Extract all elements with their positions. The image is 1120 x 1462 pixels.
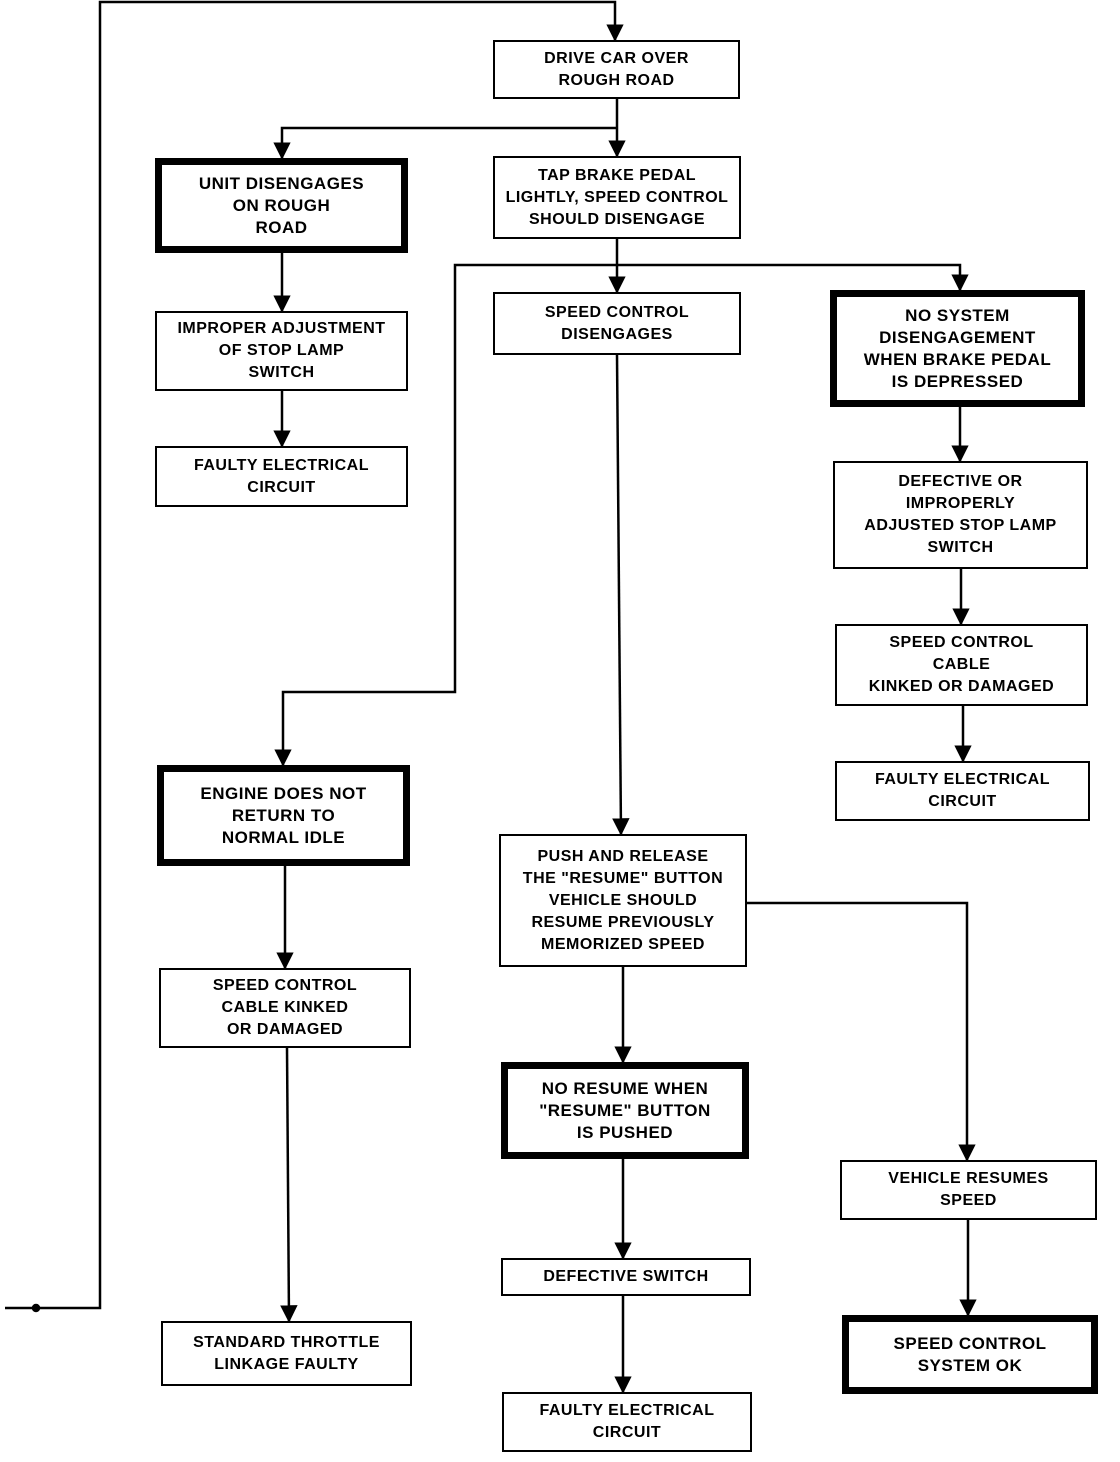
tap-brake-box: TAP BRAKE PEDAL LIGHTLY, SPEED CONTROL S… <box>493 156 741 239</box>
defective-switch-box: DEFECTIVE SWITCH <box>501 1258 751 1296</box>
throttle-faulty-box: STANDARD THROTTLE LINKAGE FAULTY <box>161 1321 412 1386</box>
cable-kinked-right-box: SPEED CONTROL CABLE KINKED OR DAMAGED <box>835 624 1088 706</box>
disengages-to-push-line <box>612 354 630 836</box>
unit-disengages-symptom-box: UNIT DISENGAGES ON ROUGH ROAD <box>155 158 408 253</box>
vehicle-resumes-box: VEHICLE RESUMES SPEED <box>840 1160 1097 1220</box>
engine-not-idle-symptom-box: ENGINE DOES NOT RETURN TO NORMAL IDLE <box>157 765 410 866</box>
defective-stop-lamp-box: DEFECTIVE OR IMPROPERLY ADJUSTED STOP LA… <box>833 461 1088 569</box>
cable-kinked-left-box: SPEED CONTROL CABLE KINKED OR DAMAGED <box>159 968 411 1048</box>
split-to-unit-disengages <box>273 126 617 160</box>
speed-control-disengages-box: SPEED CONTROL DISENGAGES <box>493 292 741 355</box>
system-ok-symptom-box: SPEED CONTROL SYSTEM OK <box>842 1315 1098 1394</box>
cable-to-throttle-line <box>280 1047 298 1323</box>
split-to-engine-idle <box>274 263 617 767</box>
no-resume-symptom-box: NO RESUME WHEN "RESUME" BUTTON IS PUSHED <box>501 1062 749 1159</box>
faulty-circuit-box-3: FAULTY ELECTRICAL CIRCUIT <box>502 1392 752 1452</box>
faulty-circuit-box-2: FAULTY ELECTRICAL CIRCUIT <box>835 761 1090 821</box>
split-to-no-disengagement <box>617 263 969 292</box>
no-system-disengagement-symptom-box: NO SYSTEM DISENGAGEMENT WHEN BRAKE PEDAL… <box>830 290 1085 407</box>
push-resume-box: PUSH AND RELEASE THE "RESUME" BUTTON VEH… <box>499 834 747 967</box>
push-to-vehicle-resumes-line <box>747 901 976 1162</box>
drive-car-box: DRIVE CAR OVER ROUGH ROAD <box>493 40 740 99</box>
faulty-circuit-box-1: FAULTY ELECTRICAL CIRCUIT <box>155 446 408 507</box>
loop-entry-dot <box>31 1303 41 1313</box>
return-loop-line <box>5 0 624 1310</box>
improper-adjustment-box: IMPROPER ADJUSTMENT OF STOP LAMP SWITCH <box>155 311 408 391</box>
